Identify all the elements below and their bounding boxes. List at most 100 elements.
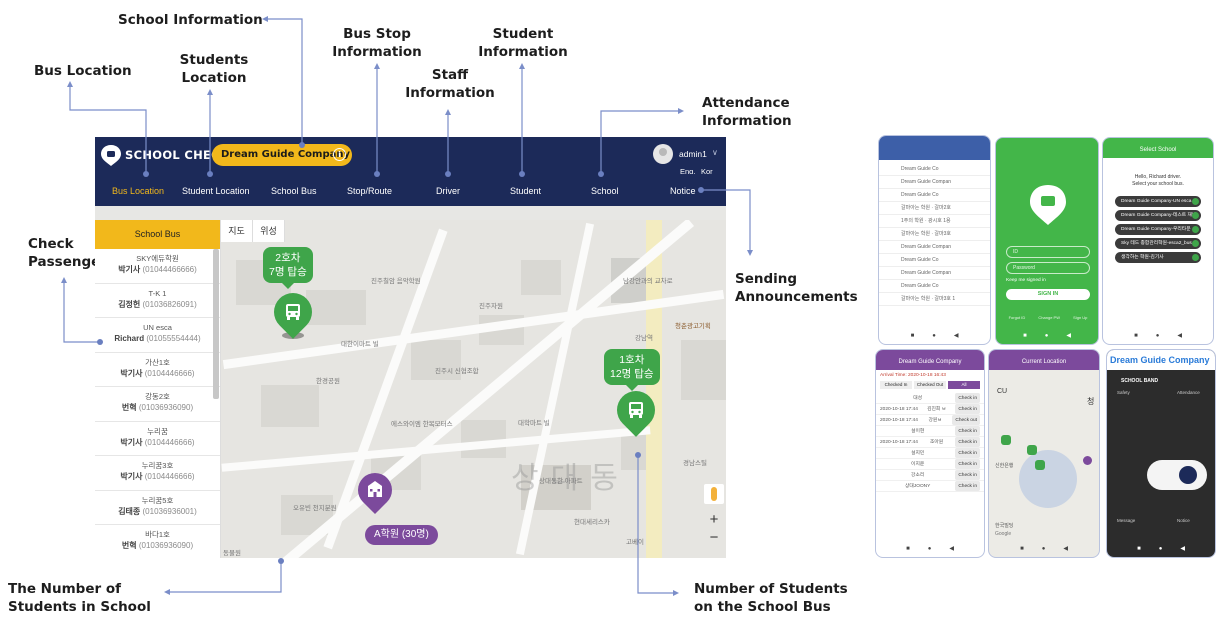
street-view-pegman-icon[interactable] <box>704 484 724 504</box>
check-button[interactable]: Check in <box>955 404 980 414</box>
school-list-item[interactable]: Dream Guide Co <box>879 254 990 267</box>
attendance-time: 2020-10-18 17:44 <box>880 418 918 423</box>
smart-band-image <box>1147 460 1207 490</box>
driver-phone: (01036826091) <box>142 299 197 309</box>
check-button[interactable]: Check in <box>955 470 980 480</box>
school-option[interactable]: Dream Guide Company-테스트 재방 <box>1115 210 1201 221</box>
tab-all[interactable]: All <box>948 381 980 389</box>
map-block <box>411 340 461 380</box>
message-button[interactable]: Message <box>1117 518 1136 523</box>
school-list-item[interactable]: Dream Guide Compan <box>879 176 990 189</box>
tab-checked-in[interactable]: Checked In <box>880 381 912 389</box>
tab-map[interactable]: 지도 <box>221 220 253 242</box>
nav-driver[interactable]: Driver <box>436 186 460 196</box>
sidebar-scrollbar[interactable] <box>213 249 219 399</box>
phone-header <box>879 136 990 160</box>
password-field[interactable]: Password <box>1006 262 1090 274</box>
school-list-item[interactable]: Dream Guide Co <box>879 280 990 293</box>
student-name: 상대JOONY <box>904 484 931 489</box>
school-list-item[interactable]: 갈마아는 학원 · 갈마3호 1 <box>879 293 990 306</box>
school-list-item[interactable]: Dream Guide Compan <box>879 267 990 280</box>
school-list-item[interactable]: 갈마아는 학원 · 갈마2호 <box>879 202 990 215</box>
bus-number: 2호차 <box>275 252 301 264</box>
driver-info: 번혁 (01036936090) <box>95 540 220 552</box>
nav-notice[interactable]: Notice <box>670 186 696 196</box>
nav-school[interactable]: School <box>591 186 619 196</box>
tab-satellite[interactable]: 위성 <box>253 220 285 242</box>
zoom-out-button[interactable]: − <box>709 529 719 546</box>
bus-marker[interactable] <box>1035 460 1045 470</box>
attendance-tabs: Checked In Checked Out All <box>876 381 984 389</box>
keep-signed-in-checkbox[interactable]: Keep me signed in <box>1006 278 1046 283</box>
tab-safety[interactable]: Safety <box>1117 390 1130 395</box>
bus-marker[interactable] <box>609 383 663 437</box>
username[interactable]: admin1 <box>679 149 707 159</box>
academy-marker[interactable] <box>350 465 400 515</box>
change-pw-link[interactable]: Change PW <box>1038 315 1060 320</box>
info-icon[interactable]: i <box>333 148 346 161</box>
school-list-item[interactable]: Dream Guide Co <box>879 189 990 202</box>
check-button[interactable]: Check in <box>955 437 980 447</box>
driver-name: 박기사 <box>120 472 143 481</box>
avatar[interactable] <box>653 144 673 164</box>
school-list-item[interactable]: Dream Guide Compan <box>879 241 990 254</box>
check-button[interactable]: Check in <box>955 426 980 436</box>
school-list-item[interactable]: 1주의 학원 · 광시호 1용 <box>879 215 990 228</box>
nav-stop-route[interactable]: Stop/Route <box>347 186 393 196</box>
check-button[interactable]: Check in <box>955 393 980 403</box>
zoom-in-button[interactable]: + <box>709 511 719 528</box>
phone-title: Current Location <box>989 350 1099 370</box>
map-label: 진주칠암 음악학원 <box>371 278 421 285</box>
school-option[interactable]: 생각하는 학원-김기사 <box>1115 252 1201 263</box>
academy-name: 바다1호 <box>145 530 170 539</box>
tab-attendance[interactable]: Attendance <box>1177 390 1200 395</box>
language-kor[interactable]: Kor <box>701 167 713 176</box>
nav-student[interactable]: Student <box>510 186 542 196</box>
tab-checked-out[interactable]: Checked Out <box>914 381 946 389</box>
sign-in-button[interactable]: SIGN IN <box>1006 289 1090 300</box>
school-list-item[interactable]: 갈마아는 학원 · 갈마3호 <box>879 228 990 241</box>
language-eng[interactable]: Eng. <box>680 167 696 176</box>
id-field[interactable]: ID <box>1006 246 1090 258</box>
driver-phone: (01036936090) <box>138 541 194 550</box>
forgot-id-link[interactable]: Forgot ID <box>1008 315 1026 320</box>
notice-button[interactable]: Notice <box>1177 518 1190 523</box>
bus-marker[interactable] <box>1027 445 1037 455</box>
student-name: 이지윤 <box>911 462 925 467</box>
bus-map[interactable]: 지도 위성 상대동 진주칠암 음악학원 남강안과의 교차로 진주시 신협조합 에… <box>221 220 726 558</box>
driver-info: 박기사 (0104446666) <box>95 368 220 380</box>
school-option[interactable]: Dream Guide Company-UN esca <box>1115 196 1201 207</box>
check-button[interactable]: Check out <box>952 415 980 425</box>
nav-bus-location[interactable]: Bus Location <box>112 186 165 196</box>
map-label: 남강안과의 교차로 <box>623 278 673 285</box>
check-button[interactable]: Check in <box>955 481 980 491</box>
chevron-down-icon[interactable]: ∨ <box>712 148 718 157</box>
bus-marker[interactable] <box>266 285 320 339</box>
school-list-item[interactable]: Dream Guide Co <box>879 163 990 176</box>
check-button[interactable]: Check in <box>955 459 980 469</box>
check-button[interactable]: Check in <box>955 448 980 458</box>
nav-school-bus[interactable]: School Bus <box>271 186 317 196</box>
school-option[interactable]: Dream Guide Company-우리타운 <box>1115 224 1201 235</box>
sign-up-link[interactable]: Sign Up <box>1073 315 1088 320</box>
company-name: Dream Guide Company <box>221 149 351 160</box>
academy-marker[interactable] <box>1083 456 1092 465</box>
nav-student-location[interactable]: Student Location <box>182 186 250 196</box>
school-option[interactable]: Sky 테드 종합관리학원-esca2_bus <box>1115 238 1201 249</box>
company-selector[interactable]: Dream Guide Company i <box>212 144 352 166</box>
driver-info: 번혁 (01036936090) <box>95 402 220 414</box>
bus-marker[interactable] <box>1001 435 1011 445</box>
